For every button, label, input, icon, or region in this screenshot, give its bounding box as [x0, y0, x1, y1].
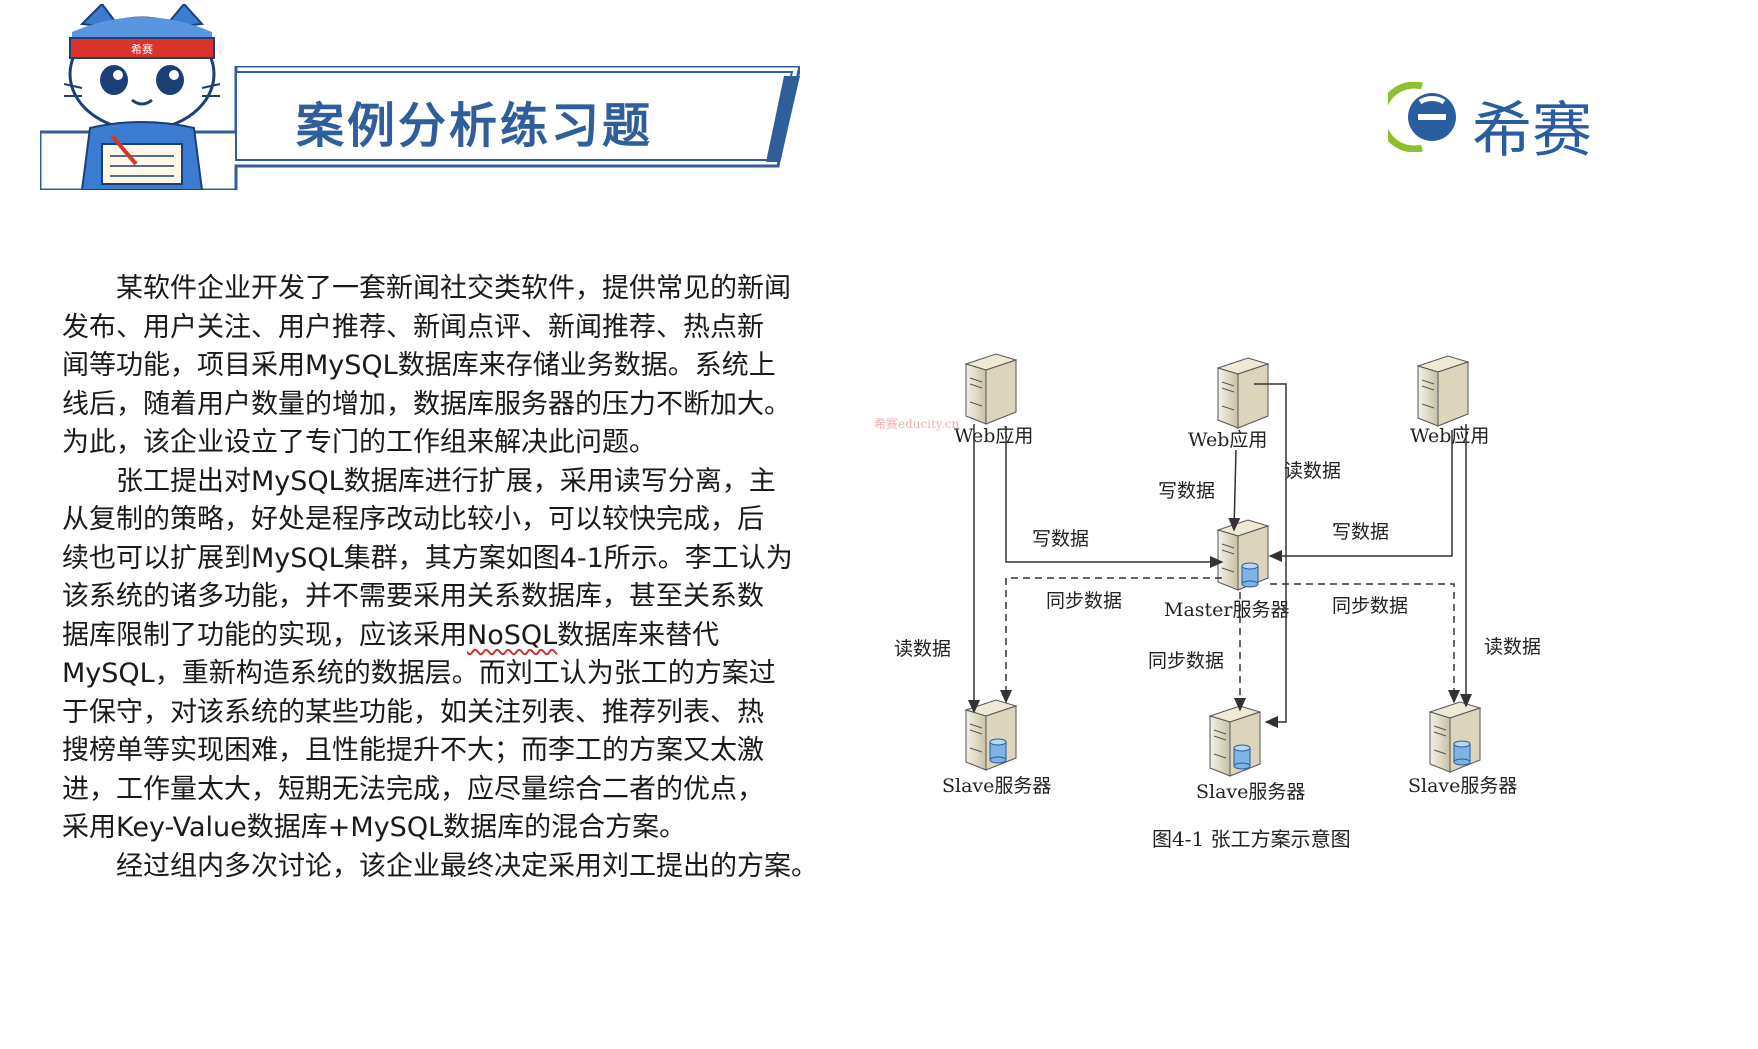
- text-line: 进，工作量太大，短期无法完成，应尽量综合二者的优点，: [62, 773, 764, 805]
- text-segment: 据库限制了功能的实现，应该采用: [62, 619, 467, 651]
- sync-arrow-left: [1000, 577, 1222, 704]
- slave-server-label-right: Slave服务器: [1408, 775, 1517, 797]
- slave-server-middle-icon: [1209, 705, 1261, 777]
- text-line: 采用Key-Value数据库+MySQL数据库的混合方案。: [62, 812, 687, 843]
- web-app-label-left: Web应用: [954, 425, 1033, 447]
- paragraph-1: 某软件企业开发了一套新闻社交类软件，提供常见的新闻 发布、用户关注、用户推荐、新…: [62, 270, 862, 463]
- write-data-label-middle: 写数据: [1158, 480, 1215, 502]
- write-data-label-right: 写数据: [1332, 521, 1389, 543]
- text-line: 某软件企业开发了一套新闻社交类软件，提供常见的新闻: [116, 273, 791, 304]
- text-line: 据库限制了功能的实现，应该采用NoSQL数据库来替代: [62, 617, 862, 656]
- read-data-label-left: 读数据: [894, 638, 951, 660]
- text-line: 续也可以扩展到MySQL集群，其方案如图4-1所示。李工认为: [62, 542, 793, 574]
- case-description: 某软件企业开发了一套新闻社交类软件，提供常见的新闻 发布、用户关注、用户推荐、新…: [62, 270, 862, 886]
- text-line: 经过组内多次讨论，该企业最终决定采用刘工提出的方案。: [116, 850, 818, 882]
- sync-data-label-middle: 同步数据: [1148, 650, 1224, 672]
- web-server-right-icon: [1417, 355, 1469, 427]
- paragraph-2: 张工提出对MySQL数据库进行扩展，采用读写分离，主 从复制的策略，好处是程序改…: [62, 463, 862, 848]
- write-arrow-left: [1005, 426, 1224, 568]
- paragraph-3: 经过组内多次讨论，该企业最终决定采用刘工提出的方案。: [62, 848, 862, 887]
- read-data-label-middle: 读数据: [1284, 460, 1341, 482]
- text-line: 从复制的策略，好处是程序改动比较小，可以较快完成，后: [62, 504, 764, 535]
- text-line: 发布、用户关注、用户推荐、新闻点评、新闻推荐、热点新: [62, 311, 764, 343]
- brand-name: 希赛: [1472, 96, 1592, 166]
- text-line: 闻等功能，项目采用MySQL数据库来存储业务数据。系统上: [62, 350, 776, 381]
- web-app-label-right: Web应用: [1410, 425, 1489, 447]
- architecture-diagram: 希赛educity.cn Web应用 Web应用 Web应用 Master服务器…: [874, 353, 1541, 851]
- sync-arrow-right: [1270, 583, 1460, 704]
- text-line: 线后，随着用户数量的增加，数据库服务器的压力不断加大。: [62, 388, 791, 420]
- watermark: 希赛educity.cn: [874, 416, 960, 431]
- write-data-label-left: 写数据: [1032, 528, 1089, 550]
- text-line: 为此，该企业设立了专门的工作组来解决此问题。: [62, 427, 656, 458]
- master-server-icon: [1217, 519, 1269, 591]
- sync-data-label-left: 同步数据: [1046, 590, 1122, 612]
- sync-data-label-right: 同步数据: [1332, 595, 1408, 617]
- title-banner: [40, 66, 800, 190]
- text-segment: 数据库来替代: [557, 619, 720, 651]
- web-app-label-middle: Web应用: [1188, 429, 1267, 451]
- text-line: 搜榜单等实现困难，且性能提升不大；而李工的方案又太激: [62, 735, 764, 766]
- web-server-middle-icon: [1217, 357, 1269, 429]
- text-line: 该系统的诸多功能，并不需要采用关系数据库，甚至关系数: [62, 581, 764, 612]
- text-line: 于保守，对该系统的某些功能，如关注列表、推荐列表、热: [62, 696, 764, 728]
- mascot-headband-text: 希赛: [131, 42, 153, 56]
- figure-caption: 图4-1 张工方案示意图: [1152, 827, 1351, 851]
- master-server-label: Master服务器: [1164, 599, 1290, 621]
- write-arrow-middle: [1228, 449, 1241, 532]
- brand-logo: [1388, 82, 1456, 152]
- text-line: 张工提出对MySQL数据库进行扩展，采用读写分离，主: [116, 465, 776, 497]
- text-line: MySQL，重新构造系统的数据层。而刘工认为张工的方案过: [62, 658, 776, 689]
- slave-server-label-middle: Slave服务器: [1196, 781, 1305, 803]
- slave-server-label-left: Slave服务器: [942, 775, 1051, 797]
- web-server-left-icon: [965, 353, 1017, 425]
- nosql-underlined-word: NoSQL: [467, 619, 558, 651]
- read-arrow-middle: [1254, 383, 1287, 728]
- mascot-cat-illustration: 希赛: [63, 4, 221, 190]
- read-data-label-right: 读数据: [1484, 636, 1541, 658]
- write-arrow-right: [1268, 430, 1453, 562]
- page-title: 案例分析练习题: [296, 98, 654, 154]
- slave-server-right-icon: [1429, 701, 1481, 773]
